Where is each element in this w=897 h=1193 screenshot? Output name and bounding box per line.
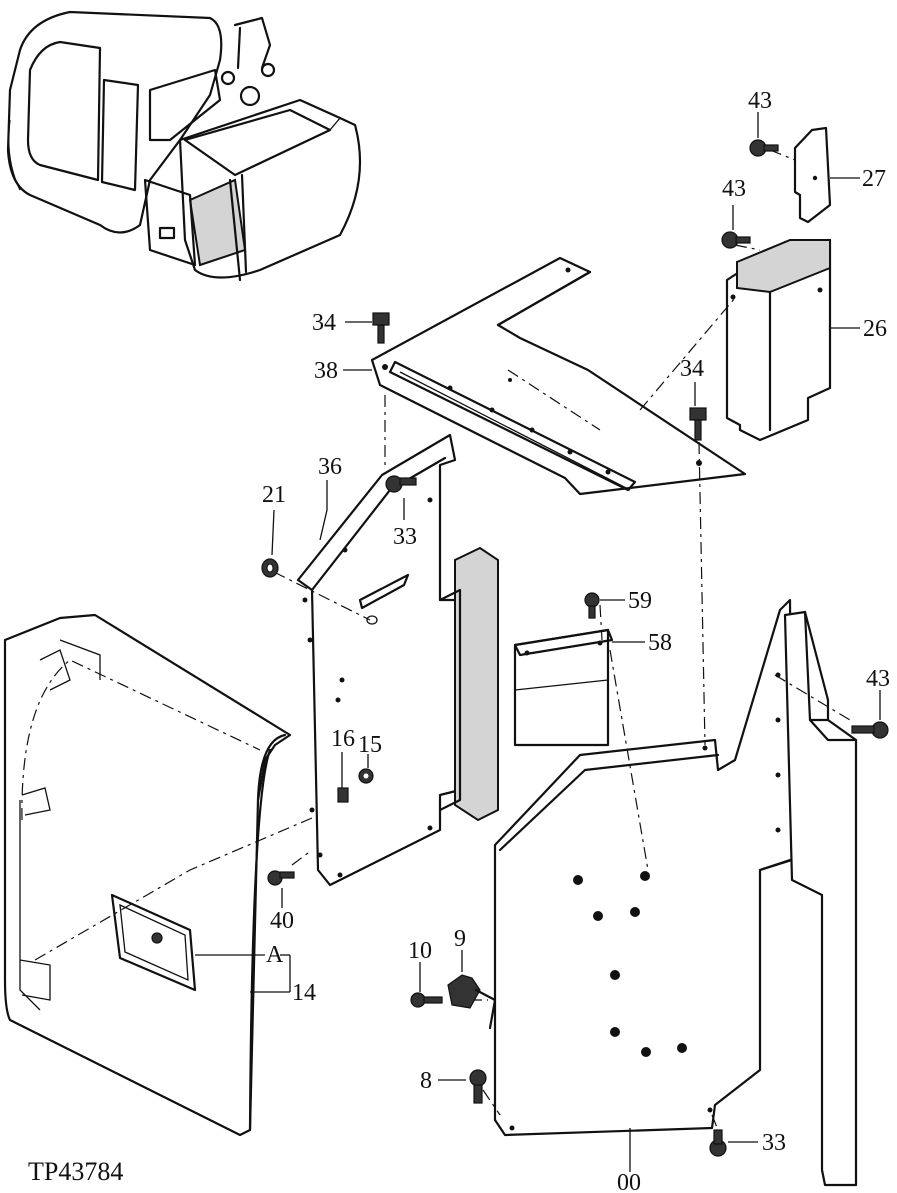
leader-lines <box>195 112 881 1172</box>
side-bracket-panel <box>296 433 499 887</box>
callout-43c: 43 <box>866 666 890 692</box>
bolt-59 <box>584 592 600 619</box>
side-door-panel <box>3 613 292 1137</box>
spacer-16 <box>337 787 349 803</box>
nut-15 <box>358 768 374 784</box>
callout-34a: 34 <box>312 310 336 336</box>
callout-00: 00 <box>617 1170 641 1193</box>
bolt-33-upper <box>385 475 417 493</box>
top-mounting-plate <box>370 256 747 496</box>
callout-34b: 34 <box>680 356 704 382</box>
machine-overview-inset <box>6 10 362 282</box>
callout-26: 26 <box>863 316 887 342</box>
callout-43a: 43 <box>748 88 772 114</box>
callout-33a: 33 <box>393 524 417 550</box>
bolt-33-lower <box>709 1129 727 1157</box>
washer-21 <box>261 558 279 578</box>
callout-14: 14 <box>292 980 316 1006</box>
callout-16: 16 <box>331 726 355 752</box>
small-clip-bracket <box>793 126 832 224</box>
callout-43b: 43 <box>722 176 746 202</box>
callout-labels: 43 27 43 26 34 38 34 36 21 33 59 58 43 1… <box>262 88 890 1193</box>
bolt-34-right <box>689 407 707 441</box>
callout-10: 10 <box>408 938 432 964</box>
bolt-43-lower <box>851 721 889 739</box>
figure-reference-code: TP43784 <box>28 1157 123 1186</box>
bolt-43-top <box>749 139 779 157</box>
callout-A: A <box>266 942 284 968</box>
latch-9 <box>447 974 497 1030</box>
callout-15: 15 <box>358 732 382 758</box>
callout-21: 21 <box>262 482 286 508</box>
callout-36: 36 <box>318 454 342 480</box>
fasteners <box>261 139 889 1157</box>
callout-9: 9 <box>454 926 466 952</box>
bolt-8 <box>469 1069 487 1104</box>
callout-8: 8 <box>420 1068 432 1094</box>
vertical-post <box>775 610 858 1187</box>
callout-27: 27 <box>862 166 886 192</box>
rear-cover-panel <box>725 238 832 442</box>
bolt-43-mid <box>721 231 751 249</box>
callout-58: 58 <box>648 630 672 656</box>
bolt-34-left <box>372 312 390 344</box>
callout-40: 40 <box>270 908 294 934</box>
mounting-plate-58 <box>513 628 614 747</box>
bolt-40 <box>267 870 295 886</box>
assembly-lines <box>34 149 851 1131</box>
callout-59: 59 <box>628 588 652 614</box>
callout-38: 38 <box>314 358 338 384</box>
callout-33b: 33 <box>762 1130 786 1156</box>
bolt-10 <box>410 992 443 1008</box>
